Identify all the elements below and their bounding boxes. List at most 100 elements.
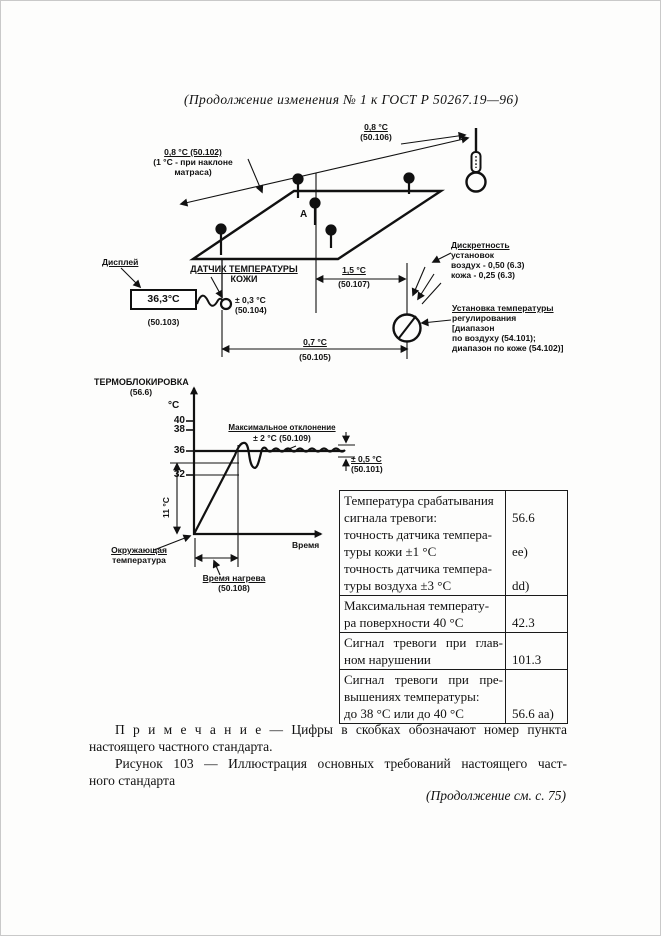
cell-text: туры кожи ±1 °С — [344, 544, 437, 559]
figure-caption-line1: Рисунок 103 — Иллюстрация основных требо… — [115, 756, 567, 771]
center-dim-label: 1,5 °С (50.107) — [328, 265, 380, 289]
x-axis-label: Время — [292, 540, 320, 550]
deviation-band — [338, 432, 355, 471]
table-row: Сигнал тревоги при пре- вышениях темпера… — [340, 669, 567, 723]
cell-text: сигнала тревоги: — [344, 510, 437, 525]
max-deviation-value: ± 2 °С (50.109) — [253, 433, 311, 443]
cell-text: точность датчика темпера- — [344, 527, 492, 542]
setpoint-line4: по воздуху (54.101); — [452, 333, 536, 343]
cell-text: Сигнал тревоги при глав- — [344, 635, 503, 650]
heating-graph — [153, 386, 355, 576]
cell-text: Температура срабатывания — [344, 493, 494, 508]
increments-line2: установок — [451, 250, 495, 260]
tick-40: 40 — [173, 415, 185, 426]
center-dim-value: 1,5 °С — [342, 265, 366, 275]
ambient-line2: температура — [112, 555, 166, 565]
skin-sensor-tolerance-label: ± 0,3 °С (50.104) — [235, 295, 267, 315]
increments-label: Дискретность установок воздух - 0,50 (6.… — [451, 240, 524, 280]
thermal-cutout-label: ТЕРМОБЛОКИРОВКА (56.6) — [94, 377, 189, 397]
thermal-cutout-ref: (56.6) — [129, 387, 153, 397]
note-line1: П р и м е ч а н и е — Цифры в скобках об… — [115, 722, 567, 737]
page-header-continuation: (Продолжение изменения № 1 к ГОСТ Р 5026… — [184, 92, 519, 107]
heatup-ref: (50.108) — [218, 583, 250, 593]
mattress-tolerance-value: 0,8 °С (50.102) — [164, 147, 222, 157]
air-tolerance-value: 0,8 °С — [364, 122, 388, 132]
thermal-cutout-title: ТЕРМОБЛОКИРОВКА — [94, 377, 189, 387]
display-ref: (50.103) — [147, 317, 180, 327]
cell-text: точность датчика темпера- — [344, 561, 492, 576]
cell-ref — [512, 526, 566, 543]
mattress-diagram — [120, 128, 487, 359]
increments-air: воздух - 0,50 (6.3) — [451, 260, 525, 270]
thermometer-icon — [465, 128, 487, 193]
requirements-table: Температура срабатывания сигнала тревоги… — [339, 490, 568, 724]
cell-ref: 101.3 — [512, 652, 542, 667]
mattress-tolerance-label: 0,8 °С (50.102) (1 °С - при наклоне матр… — [137, 147, 249, 177]
cell-text: Сигнал тревоги при пре- — [344, 672, 503, 687]
setpoint-line1: Установка температуры — [452, 303, 554, 313]
table-row: Температура срабатывания сигнала тревоги… — [340, 491, 567, 595]
heatup-title: Время нагрева — [202, 573, 266, 583]
cell-ref: 56.6 — [512, 510, 535, 525]
bottom-dim-value: 0,7 °С — [303, 337, 327, 347]
ambient-line1: Окружающая — [111, 545, 167, 555]
table-row: Максимальная температу- ра поверхности 4… — [340, 595, 567, 632]
cell-text: ра поверхности 40 °С — [344, 615, 464, 630]
display-label: Дисплей — [102, 257, 139, 267]
figure-caption-line2: ного стандарта — [89, 773, 176, 788]
heatup-label: Время нагрева (50.108) — [200, 573, 268, 593]
bottom-dim-label: 0,7 °С (50.105) — [291, 337, 339, 362]
cell-text: до 38 °С или до 40 °С — [344, 706, 464, 721]
band-ref: (50.101) — [351, 464, 383, 474]
ambient-label: Окружающая температура — [106, 545, 172, 565]
cell-ref — [512, 492, 566, 509]
rise-dimension-label: 11 °С — [161, 497, 171, 518]
skin-sensor-title: ДАТЧИК ТЕМПЕРАТУРЫ — [190, 264, 298, 274]
table-row: Сигнал тревоги при глав- ном нарушении 1… — [340, 632, 567, 669]
band-label: ± 0,5 °С (50.101) — [351, 454, 383, 474]
display-readout: 36,3°С — [130, 289, 197, 310]
skin-sensor-icon — [219, 297, 233, 311]
temperature-knob-icon — [392, 263, 442, 359]
bottom-dim-ref: (50.105) — [299, 352, 331, 362]
cell-ref — [512, 560, 566, 577]
cell-text: ном нарушении — [344, 652, 431, 667]
note-line2: настоящего частного стандарта. — [89, 739, 273, 754]
skin-sensor-label: ДАТЧИК ТЕМПЕРАТУРЫ КОЖИ — [177, 264, 311, 284]
max-deviation-label: Максимальное отклонение ± 2 °С (50.109) — [225, 422, 339, 443]
cell-ref — [512, 671, 566, 688]
tick-38: 38 — [173, 424, 185, 435]
max-deviation-title: Максимальное отклонение — [228, 423, 336, 432]
skin-sensor-tolerance: ± 0,3 °С — [235, 295, 266, 305]
cell-text: Максимальная температу- — [344, 598, 490, 613]
setpoint-line3: [диапазон — [452, 323, 495, 333]
page-footer-continuation: (Продолжение см. с. 75) — [426, 788, 566, 803]
cell-ref: dd) — [512, 578, 530, 593]
skin-sensor-ref: (50.104) — [235, 305, 267, 315]
cell-ref — [512, 634, 566, 651]
setpoint-label: Установка температуры регулирования [диа… — [452, 303, 563, 353]
mattress-tolerance-note1: (1 °С - при наклоне — [153, 157, 233, 167]
temperature-curve — [193, 441, 346, 535]
setpoint-line5: диапазон по коже (54.102)] — [452, 343, 564, 353]
cell-ref: 42.3 — [512, 615, 535, 630]
point-a-marker: А — [300, 209, 308, 220]
increments-title: Дискретность — [451, 240, 510, 250]
air-tolerance-ref: (50.106) — [360, 132, 392, 142]
cell-ref — [512, 597, 566, 614]
tick-36: 36 — [173, 445, 185, 456]
skin-sensor-title2: КОЖИ — [230, 274, 258, 284]
cell-text: вышениях температуры: — [344, 689, 480, 704]
band-value: ± 0,5 °С — [351, 454, 382, 464]
mattress-tolerance-note2: матраса) — [174, 167, 212, 177]
cell-ref — [512, 688, 566, 705]
air-tolerance-label: 0,8 °С (50.106) — [348, 122, 404, 142]
y-ticks — [186, 420, 194, 476]
cell-ref: 56.6 aa) — [512, 706, 554, 721]
cell-ref: ee) — [512, 544, 528, 559]
setpoint-line2: регулирования — [452, 313, 517, 323]
increments-skin: кожа - 0,25 (6.3) — [451, 270, 516, 280]
tick-32: 32 — [173, 469, 185, 480]
